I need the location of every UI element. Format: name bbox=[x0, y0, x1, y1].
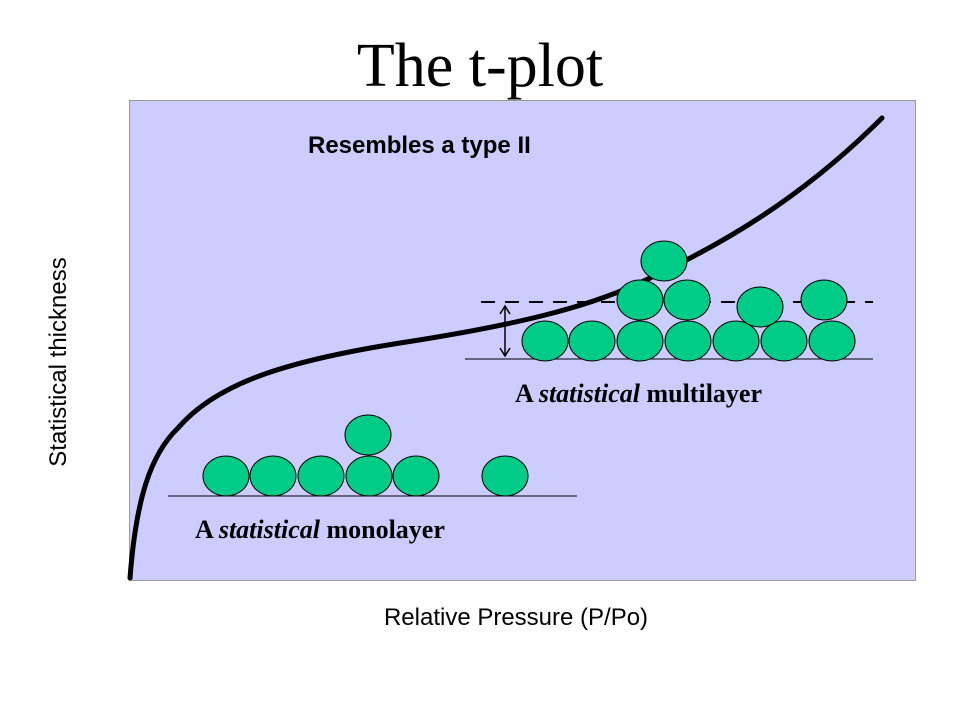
monolayer-caption-rest: monolayer bbox=[326, 515, 445, 544]
multilayer-caption: A statistical multilayer bbox=[515, 379, 762, 409]
page-title: The t-plot bbox=[356, 32, 604, 100]
type-ii-annotation: Resembles a type II bbox=[308, 132, 531, 159]
molecule bbox=[568, 320, 616, 362]
molecule bbox=[736, 286, 784, 328]
thickness-arrow bbox=[499, 304, 511, 358]
molecule bbox=[712, 320, 760, 362]
monolayer-molecules bbox=[202, 414, 529, 497]
molecule bbox=[800, 279, 848, 321]
molecule bbox=[202, 455, 250, 497]
molecule bbox=[481, 455, 529, 497]
multilayer-molecules bbox=[521, 240, 856, 362]
monolayer-caption-emphasis: statistical bbox=[218, 515, 320, 544]
molecule bbox=[808, 320, 856, 362]
x-axis-label: Relative Pressure (P/Po) bbox=[383, 604, 649, 631]
monolayer-caption-article: A bbox=[195, 515, 213, 544]
molecule bbox=[521, 320, 569, 362]
multilayer-caption-rest: multilayer bbox=[646, 379, 762, 408]
molecule bbox=[616, 279, 664, 321]
multilayer-caption-article: A bbox=[515, 379, 533, 408]
molecule bbox=[345, 455, 393, 497]
molecule bbox=[663, 279, 711, 321]
multilayer-caption-emphasis: statistical bbox=[538, 379, 640, 408]
molecule bbox=[344, 414, 392, 456]
molecule bbox=[640, 240, 688, 282]
molecule bbox=[249, 455, 297, 497]
molecule bbox=[760, 320, 808, 362]
molecule bbox=[664, 320, 712, 362]
t-plot-curve bbox=[127, 115, 885, 581]
molecule bbox=[616, 320, 664, 362]
monolayer-caption: A statistical monolayer bbox=[195, 515, 445, 545]
molecule bbox=[297, 455, 345, 497]
molecule bbox=[392, 455, 440, 497]
